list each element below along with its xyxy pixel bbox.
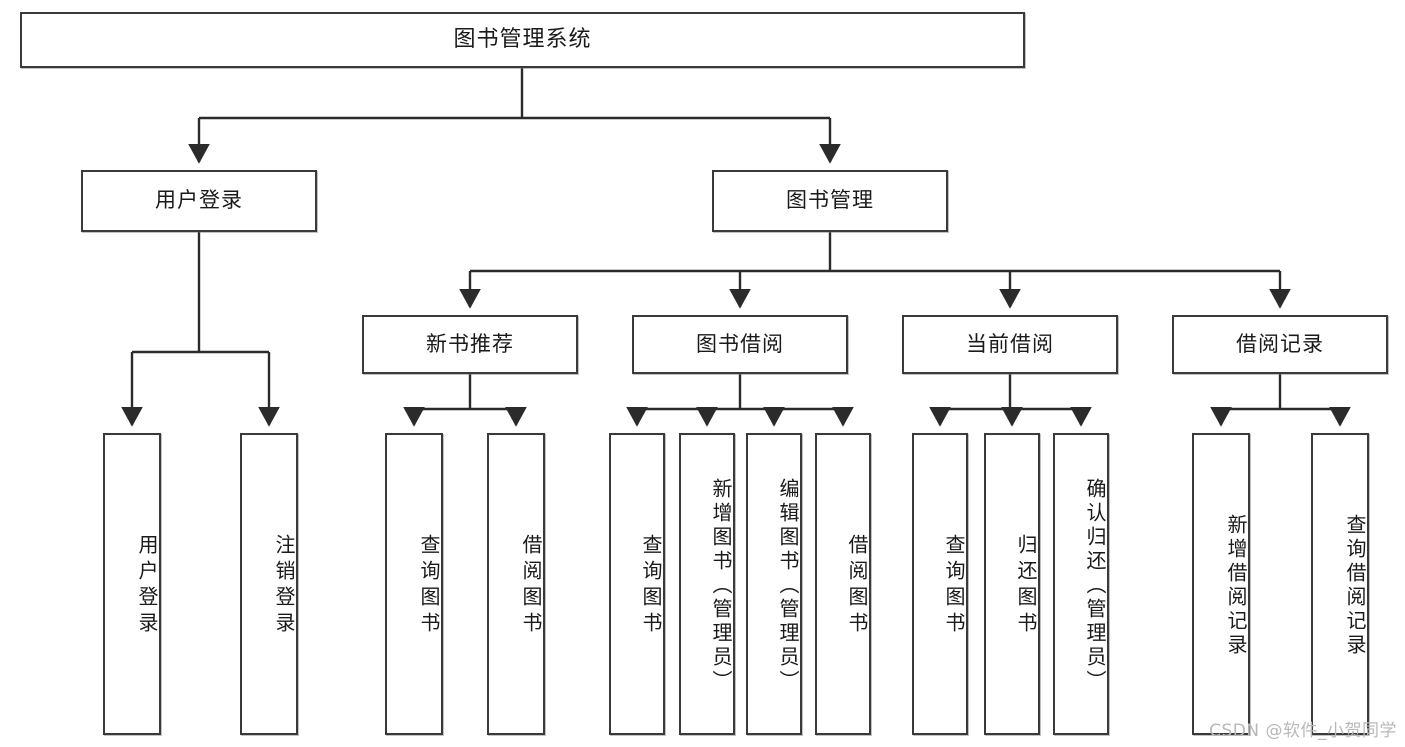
node-root-system[interactable]: 图书管理系统 — [20, 12, 1025, 68]
node-leaf-query-book-borrow[interactable]: 查询图书 — [609, 433, 665, 735]
node-new-book-recommend[interactable]: 新书推荐 — [362, 315, 578, 374]
csdn-watermark: CSDN @软件_小贺同学 — [1209, 721, 1397, 741]
node-leaf-return-book[interactable]: 归还图书 — [984, 433, 1040, 735]
node-leaf-borrow-book-newbook[interactable]: 借阅图书 — [487, 433, 545, 735]
node-book-borrow[interactable]: 图书借阅 — [632, 315, 848, 374]
node-leaf-add-book-admin[interactable]: 新增图书（管理员） — [679, 433, 735, 735]
node-leaf-confirm-return-admin[interactable]: 确认归还（管理员） — [1053, 433, 1109, 735]
node-leaf-add-borrow-record[interactable]: 新增借阅记录 — [1192, 433, 1250, 735]
node-leaf-edit-book-admin[interactable]: 编辑图书（管理员） — [746, 433, 802, 735]
node-current-borrow[interactable]: 当前借阅 — [902, 315, 1118, 374]
node-leaf-user-login[interactable]: 用户登录 — [103, 433, 161, 735]
node-book-management[interactable]: 图书管理 — [712, 170, 948, 232]
node-borrow-record[interactable]: 借阅记录 — [1172, 315, 1388, 374]
node-leaf-logout-login[interactable]: 注销登录 — [240, 433, 298, 735]
node-leaf-query-book-newbook[interactable]: 查询图书 — [385, 433, 443, 735]
node-leaf-borrow-book[interactable]: 借阅图书 — [815, 433, 871, 735]
node-leaf-query-book-current[interactable]: 查询图书 — [912, 433, 968, 735]
node-user-login[interactable]: 用户登录 — [81, 170, 317, 232]
node-leaf-query-borrow-record[interactable]: 查询借阅记录 — [1311, 433, 1369, 735]
